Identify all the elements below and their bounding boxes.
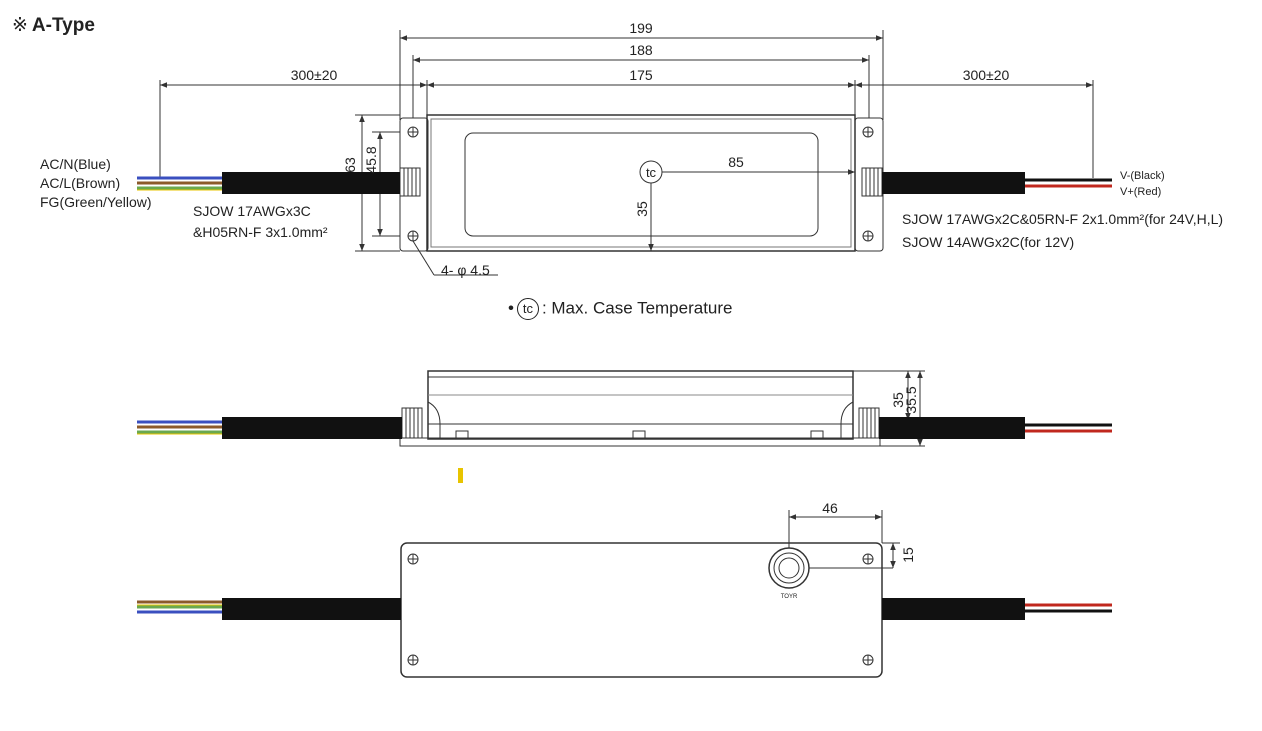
legend-text: : Max. Case Temperature bbox=[541, 298, 733, 318]
top-left-cable bbox=[137, 172, 400, 194]
section-title-text: A-Type bbox=[31, 15, 95, 36]
wire-label-ac-n: AC/N(Blue) bbox=[40, 156, 111, 172]
bottom-right-cable bbox=[882, 598, 1112, 620]
yellow-marker bbox=[458, 468, 463, 483]
side-right-cable bbox=[879, 417, 1112, 439]
right-cable-spec-1: SJOW 17AWGx2C&05RN-F 2x1.0mm²(for 24V,H,… bbox=[902, 211, 1224, 227]
dim-85: 85 bbox=[728, 154, 744, 170]
vent-label: TOYR bbox=[781, 594, 798, 600]
dim-175: 175 bbox=[629, 67, 653, 83]
tc-circle-icon: tc bbox=[516, 298, 539, 320]
left-cable-spec-2: &H05RN-F 3x1.0mm² bbox=[193, 224, 328, 240]
dim-35-side: 35 bbox=[890, 392, 906, 408]
right-cable-spec-2: SJOW 14AWGx2C(for 12V) bbox=[902, 234, 1075, 250]
dim-35-top: 35 bbox=[634, 201, 650, 217]
side-left-cable bbox=[137, 417, 402, 439]
top-view bbox=[159, 30, 1094, 276]
reference-mark-icon: ※ bbox=[12, 15, 28, 36]
side-view bbox=[399, 370, 925, 447]
bottom-left-cable bbox=[137, 598, 401, 620]
wire-label-v-plus: V+(Red) bbox=[1120, 186, 1162, 198]
dim-188: 188 bbox=[629, 42, 653, 58]
top-right-cable bbox=[882, 172, 1112, 194]
wire-label-v-minus: V-(Black) bbox=[1120, 170, 1165, 182]
dim-15: 15 bbox=[900, 547, 916, 563]
dimension-labels: 199 188 175 300±20 300±20 63 45.8 85 35 … bbox=[291, 20, 1010, 600]
bottom-view bbox=[400, 510, 900, 678]
wire-label-fg: FG(Green/Yellow) bbox=[40, 194, 152, 210]
dim-46: 46 bbox=[822, 500, 838, 516]
dim-35-5: 35.5 bbox=[903, 386, 919, 413]
left-cable-spec-1: SJOW 17AWGx3C bbox=[193, 203, 311, 219]
wire-label-ac-l: AC/L(Brown) bbox=[40, 175, 121, 191]
tc-legend: •tc: Max. Case Temperature bbox=[508, 298, 733, 320]
dim-lead-right: 300±20 bbox=[963, 67, 1010, 83]
dim-45-8: 45.8 bbox=[363, 146, 379, 173]
tc-mark: tc bbox=[646, 165, 657, 180]
section-title: ※A-Type bbox=[12, 14, 95, 37]
legend-bullet: • bbox=[508, 298, 514, 318]
dim-lead-left: 300±20 bbox=[291, 67, 338, 83]
dim-63: 63 bbox=[342, 157, 358, 173]
dim-199: 199 bbox=[629, 20, 653, 36]
hole-dimension: 4- φ 4.5 bbox=[441, 262, 490, 278]
